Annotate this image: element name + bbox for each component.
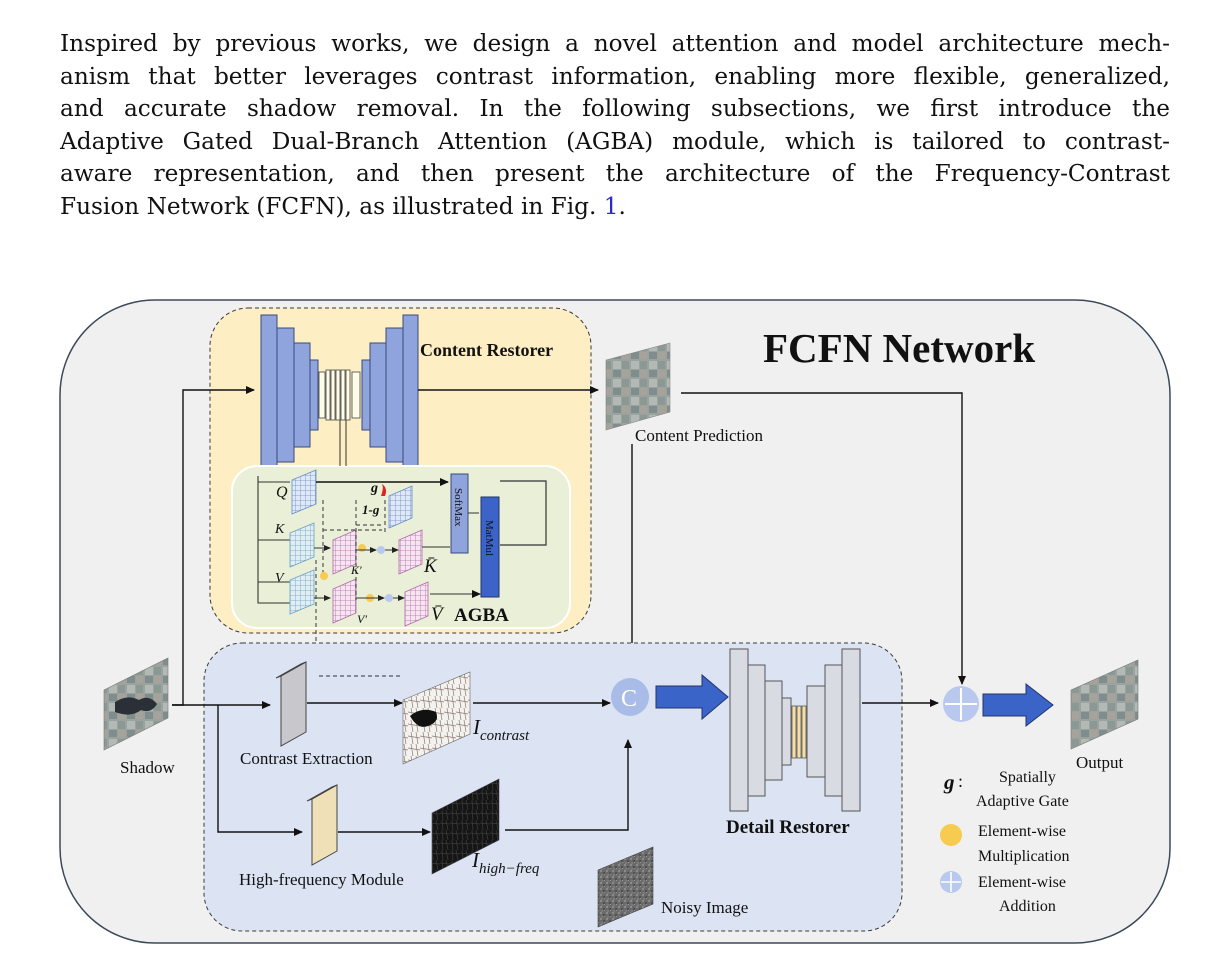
paragraph-line: and accurate shadow removal. In the foll… xyxy=(60,95,1170,122)
agba-label: AGBA xyxy=(454,605,509,626)
k-bar-label: K̄ xyxy=(423,556,438,577)
i-contrast-sub: contrast xyxy=(480,728,530,744)
paragraph-line: aware representation, and then present t… xyxy=(60,160,1170,187)
v-bar-label: V̄ xyxy=(431,604,445,625)
legend-g-symbol: g xyxy=(943,770,955,794)
q-label: Q xyxy=(276,484,288,501)
k-prime-label: K′ xyxy=(350,563,362,577)
legend-multiply-icon xyxy=(940,824,962,846)
i-contrast-base: I xyxy=(472,715,481,739)
k-matrix xyxy=(289,522,315,568)
add-to-output-arrow xyxy=(982,682,1054,728)
agba-output-line xyxy=(500,480,547,546)
content-decoder xyxy=(361,314,419,476)
prediction-to-add-arrow xyxy=(681,392,966,685)
contrast-image-shadow xyxy=(410,709,437,727)
network-title: FCFN Network xyxy=(763,325,1035,371)
add-node-cross xyxy=(945,688,977,720)
gate-flame-icon xyxy=(381,484,386,496)
figure-reference-link[interactable]: 1 xyxy=(603,192,619,220)
v-label: V xyxy=(275,571,285,586)
matmul-label: MatMul xyxy=(483,520,495,556)
agba-input-lines xyxy=(257,476,290,604)
content-restorer-label: Content Restorer xyxy=(420,340,553,360)
v-matrix xyxy=(289,569,315,615)
paragraph-period: . xyxy=(618,192,626,220)
v-prime-label: V′ xyxy=(357,612,367,626)
agba-internal-arrows xyxy=(314,545,481,601)
paragraph-last-line: Fusion Network (FCFN), as illustrated in… xyxy=(60,191,1170,224)
legend-g-text-1: Spatially xyxy=(999,769,1056,786)
matmul-block xyxy=(480,496,500,598)
noisy-image xyxy=(597,846,654,928)
i-high-freq-label: Ihigh−freq xyxy=(471,848,540,877)
i-contrast-label: Icontrast xyxy=(472,715,530,744)
concat-node xyxy=(611,678,649,716)
noisy-image-label: Noisy Image xyxy=(661,898,748,917)
i-high-freq-base: I xyxy=(471,848,480,872)
i-high-freq-sub: high−freq xyxy=(479,861,540,877)
v-bar-matrix xyxy=(404,581,429,627)
content-prediction-image xyxy=(605,342,671,431)
high-frequency-module-label: High-frequency Module xyxy=(239,870,404,889)
shadow-label: Shadow xyxy=(120,758,176,777)
g-gate-label: g xyxy=(370,481,378,496)
paragraph-line: Fusion Network (FCFN), as illustrated in… xyxy=(60,192,604,220)
g-matrix xyxy=(388,485,413,529)
contrast-extraction-label: Contrast Extraction xyxy=(240,749,373,768)
highfreq-to-concat-arrow xyxy=(505,739,632,831)
detail-encoder xyxy=(729,648,792,812)
high-frequency-module-top xyxy=(306,784,338,802)
intro-paragraph: Inspired by previous works, we design a … xyxy=(60,28,1170,223)
legend-g-colon: : xyxy=(958,771,963,791)
detail-restorer-region xyxy=(203,642,903,932)
one-minus-g-label: 1-g xyxy=(362,502,380,517)
legend-mul-text-2: Multiplication xyxy=(978,848,1070,865)
k-bar-matrix xyxy=(398,529,423,575)
k-label: K xyxy=(274,522,285,537)
detail-decoder xyxy=(806,648,861,812)
output-label: Output xyxy=(1076,753,1124,772)
contrast-extraction-block xyxy=(280,661,307,747)
legend-g-text-2: Adaptive Gate xyxy=(976,793,1069,810)
paragraph-line: anism that better leverages contrast inf… xyxy=(60,62,1170,90)
concat-to-detail-arrow xyxy=(655,673,729,721)
legend-add-cross xyxy=(941,872,961,892)
legend-mul-text-1: Element-wise xyxy=(978,823,1066,840)
shadow-to-highfreq-arrow xyxy=(217,705,303,836)
q-matrix xyxy=(291,469,317,515)
legend-add-text-1: Element-wise xyxy=(978,874,1066,891)
detail-restorer-label: Detail Restorer xyxy=(726,817,850,838)
content-prediction-label: Content Prediction xyxy=(635,426,763,445)
paragraph-line: Adaptive Gated Dual-Branch Attention (AG… xyxy=(60,127,1170,155)
contrast-extraction-block-top xyxy=(275,661,307,679)
paragraph-line: Inspired by previous works, we design a … xyxy=(60,30,1170,57)
detail-bottleneck xyxy=(791,705,807,759)
shadow-region xyxy=(115,697,157,715)
legend-add-text-2: Addition xyxy=(999,898,1056,915)
softmax-label: SoftMax xyxy=(452,488,464,527)
legend: g : Spatially Adaptive Gate Element-wise… xyxy=(940,769,1070,915)
content-encoder xyxy=(260,314,319,476)
output-image xyxy=(1070,659,1139,750)
v-prime-matrix xyxy=(332,578,357,624)
concat-symbol: C xyxy=(621,686,637,712)
high-frequency-image xyxy=(431,778,500,875)
content-bottleneck xyxy=(318,369,361,421)
